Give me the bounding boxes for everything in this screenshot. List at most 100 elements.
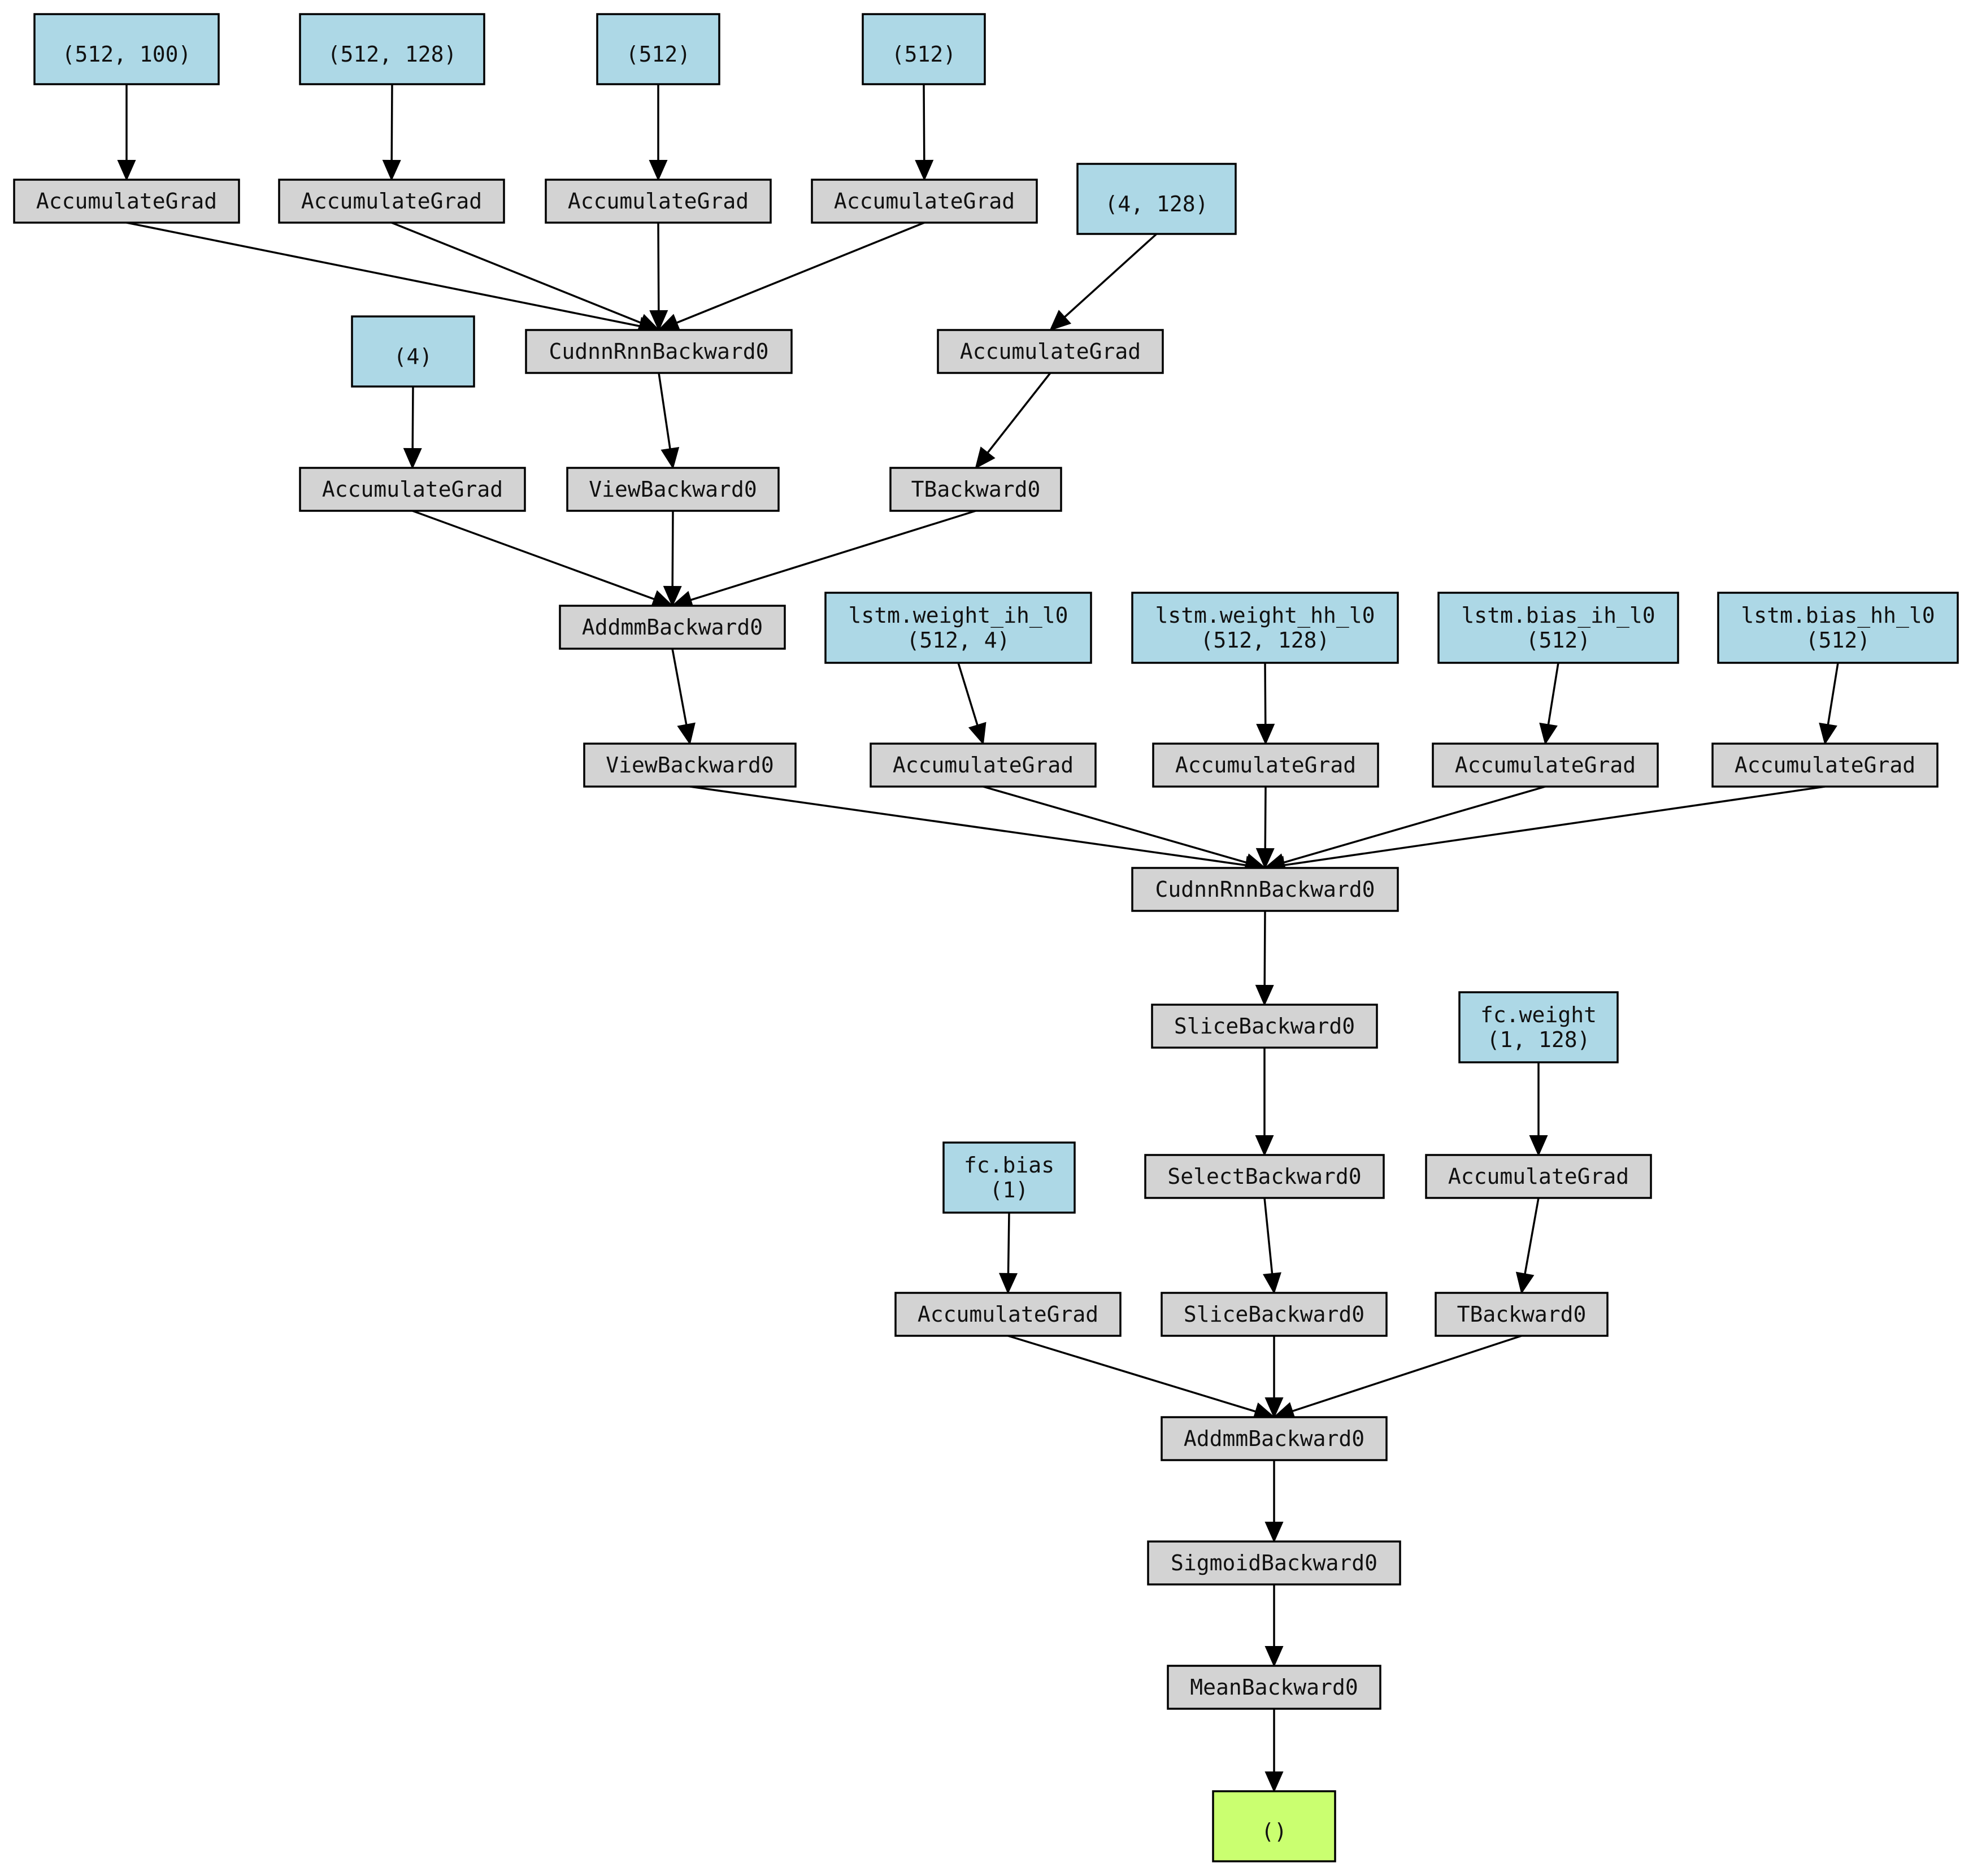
node-label: AccumulateGrad — [301, 189, 482, 214]
edge-p_4_128-to-ag5 — [1049, 233, 1158, 331]
edge-line — [1292, 1335, 1522, 1413]
node-label: (512) — [626, 42, 690, 67]
arrowhead-icon — [1539, 722, 1558, 745]
edge-line — [983, 785, 1247, 864]
node-addmm2: AddmmBackward0 — [1161, 1416, 1388, 1461]
edge-p_fc_b-to-ag11 — [998, 1212, 1018, 1295]
arrowhead-icon — [1256, 723, 1275, 745]
edge-select1-to-slice2 — [1263, 1197, 1281, 1295]
edge-line — [689, 785, 1246, 866]
edge-line — [690, 510, 976, 601]
node-label: AccumulateGrad — [960, 339, 1141, 364]
node-p_fc_w: fc.weight(1, 128) — [1458, 991, 1619, 1063]
param-node-box — [1458, 991, 1619, 1063]
param-node-box — [351, 315, 475, 388]
node-label: lstm.weight_hh_l0 — [1155, 603, 1375, 628]
arrowhead-icon — [1264, 1646, 1284, 1667]
node-ag12: AccumulateGrad — [1425, 1154, 1652, 1199]
op-node-box — [1147, 1540, 1401, 1586]
node-label: (512) — [1526, 628, 1590, 653]
node-label: (1, 128) — [1487, 1027, 1590, 1052]
arrowhead-icon — [649, 160, 668, 181]
node-ag5: AccumulateGrad — [937, 329, 1164, 374]
node-label: MeanBackward0 — [1190, 1675, 1358, 1700]
edge-cudnn2-to-slice1 — [1255, 910, 1274, 1006]
node-p_512_100: (512, 100) — [33, 13, 220, 85]
node-addmm1: AddmmBackward0 — [559, 605, 786, 650]
edge-line — [1263, 910, 1266, 986]
edge-view2-to-cudnn2 — [689, 785, 1267, 875]
arrowhead-icon — [403, 448, 422, 470]
param-node-box — [1717, 592, 1959, 664]
edge-p_w_ih-to-ag7 — [957, 662, 986, 745]
arrowhead-icon — [1255, 1135, 1274, 1157]
node-label: lstm.weight_ih_l0 — [849, 603, 1068, 628]
arrowhead-icon — [663, 585, 682, 607]
arrowhead-icon — [915, 159, 934, 181]
op-node-box — [1425, 1154, 1652, 1199]
edge-addmm1-to-view2 — [671, 648, 696, 745]
node-p_w_ih: lstm.weight_ih_l0(512, 4) — [824, 592, 1092, 664]
edge-ag10-to-cudnn2 — [1263, 785, 1826, 875]
node-p_512_b: (512) — [862, 13, 986, 85]
edge-p_b_hh-to-ag10 — [1819, 662, 1839, 745]
output-node-box — [1212, 1790, 1336, 1862]
op-node-box — [1435, 1292, 1609, 1337]
node-label: AccumulateGrad — [36, 189, 217, 214]
node-label: AccumulateGrad — [1448, 1164, 1629, 1189]
arrowhead-icon — [1264, 1522, 1284, 1543]
edge-line — [1283, 785, 1546, 864]
edge-p_4-to-ag6 — [403, 386, 422, 470]
node-label: AccumulateGrad — [834, 189, 1015, 214]
node-ag6: AccumulateGrad — [299, 467, 526, 512]
node-ag11: AccumulateGrad — [894, 1292, 1122, 1337]
op-node-box — [1161, 1416, 1388, 1461]
node-p_512_128: (512, 128) — [299, 13, 485, 85]
arrowhead-icon — [1264, 1771, 1284, 1793]
edge-slice1-to-select1 — [1255, 1048, 1274, 1157]
edge-line — [676, 222, 925, 324]
node-tback1: TBackward0 — [889, 467, 1062, 512]
edge-p_512_a-to-ag3 — [649, 84, 668, 181]
node-slice1: SliceBackward0 — [1151, 1004, 1378, 1049]
param-node-box — [33, 13, 220, 85]
node-label: AccumulateGrad — [322, 477, 503, 502]
edge-line — [126, 222, 641, 327]
arrowhead-icon — [1255, 848, 1275, 870]
node-label: CudnnRnnBackward0 — [549, 339, 769, 364]
edge-line — [391, 222, 642, 324]
arrowhead-icon — [968, 722, 986, 745]
node-label: (512, 4) — [906, 628, 1010, 653]
node-label: SliceBackward0 — [1174, 1014, 1355, 1039]
node-label: (512, 128) — [1201, 628, 1330, 653]
edge-ag5-to-tback1 — [975, 372, 1051, 469]
edge-line — [1263, 1197, 1274, 1274]
op-node-box — [937, 329, 1164, 374]
arrowhead-icon — [649, 310, 668, 332]
arrowhead-icon — [1263, 1272, 1281, 1295]
node-cudnn1: CudnnRnnBackward0 — [525, 329, 793, 374]
node-slice2: SliceBackward0 — [1161, 1292, 1388, 1337]
edge-view1-to-addmm1 — [663, 510, 682, 607]
edge-ag9-to-cudnn2 — [1263, 785, 1546, 872]
arrowhead-icon — [677, 722, 696, 745]
param-node-box — [596, 13, 720, 85]
edge-ag8-to-cudnn2 — [1255, 786, 1275, 870]
edge-p_b_ih-to-ag9 — [1539, 662, 1559, 745]
node-ag3: AccumulateGrad — [545, 179, 772, 224]
node-p_4_128: (4, 128) — [1076, 163, 1237, 235]
arrowhead-icon — [1515, 1271, 1535, 1295]
node-label: AddmmBackward0 — [582, 615, 763, 640]
node-p_b_hh: lstm.bias_hh_l0(512) — [1717, 592, 1959, 664]
param-node-box — [862, 13, 986, 85]
node-label: (4, 128) — [1105, 192, 1208, 216]
edge-line — [1264, 786, 1267, 849]
node-label: AccumulateGrad — [1455, 753, 1636, 778]
arrowhead-icon — [117, 160, 136, 181]
op-node-box — [559, 605, 786, 650]
edge-line — [957, 662, 979, 726]
op-node-box — [1161, 1292, 1388, 1337]
arrowhead-icon — [1255, 984, 1274, 1006]
arrowhead-icon — [1529, 1135, 1548, 1157]
edge-line — [1007, 1335, 1256, 1413]
